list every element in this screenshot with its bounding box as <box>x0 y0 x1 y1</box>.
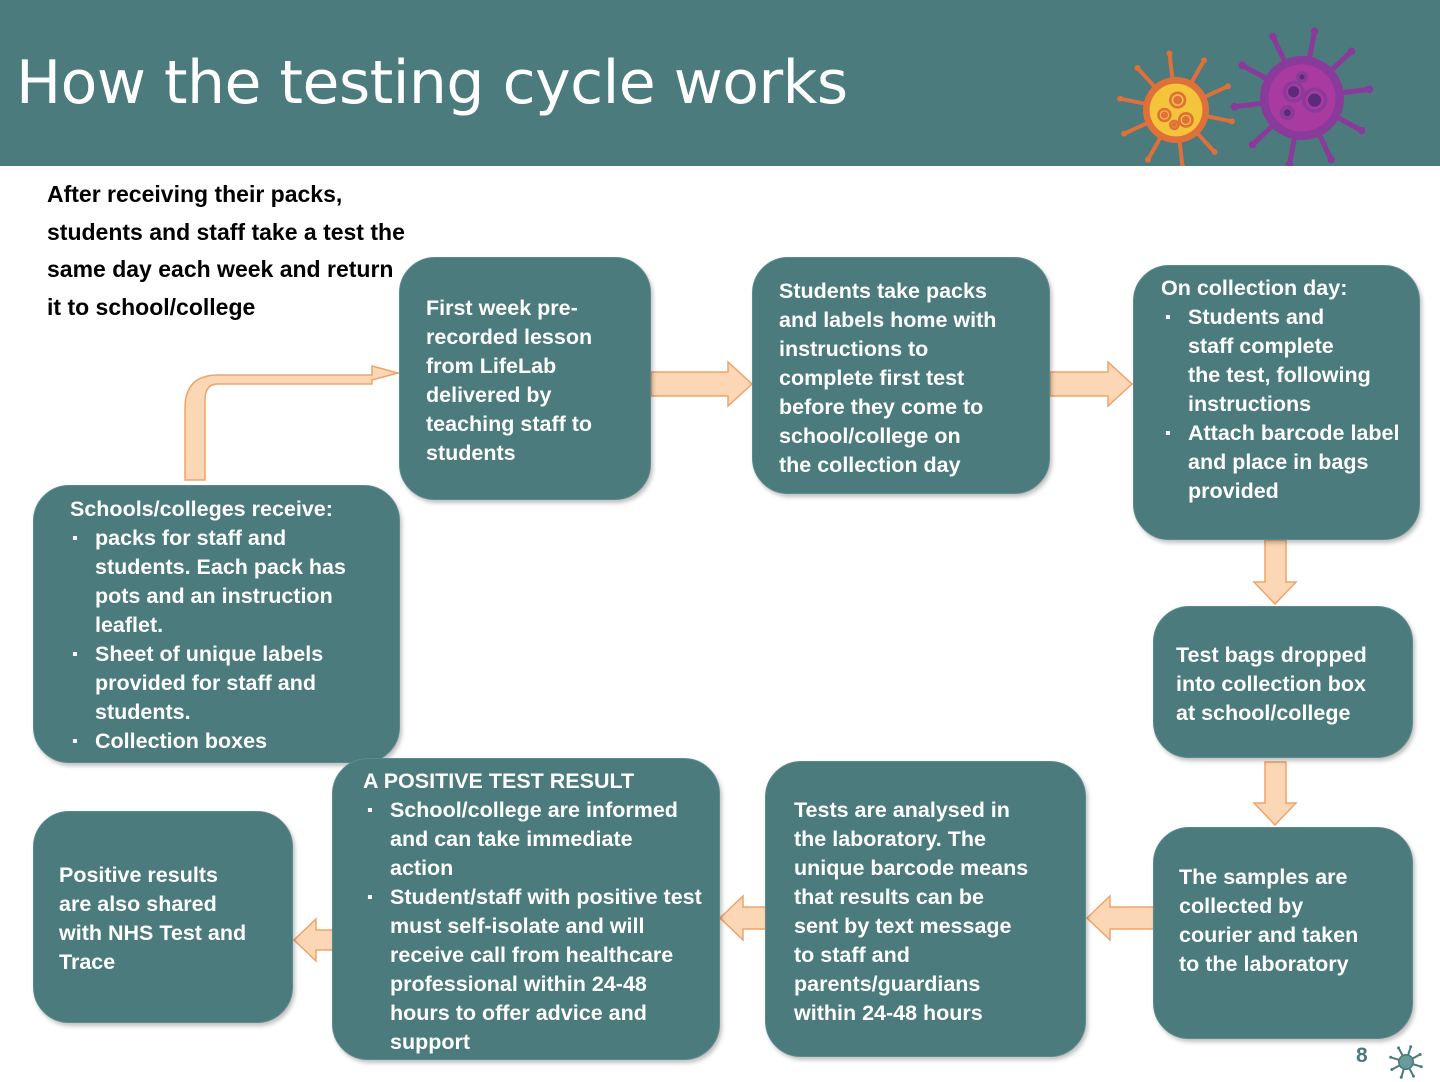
arrow-collection-to-dropped <box>1252 539 1298 606</box>
teal-virus-icon <box>1389 1045 1423 1079</box>
analysed-box: Tests are analysed in the laboratory. Th… <box>765 761 1086 1057</box>
list-item: School/college are informed and can take… <box>363 796 705 883</box>
arrow-take-home-to-collection <box>1049 360 1134 408</box>
dropped-text: Test bags dropped into collection box at… <box>1176 643 1367 725</box>
purple-virus-icon <box>1230 27 1374 166</box>
arrow-dropped-to-courier <box>1252 761 1298 827</box>
list-item: Students and staff complete the test, fo… <box>1161 303 1411 419</box>
arrow-lesson-to-take-home <box>650 360 754 408</box>
lesson-box: First week pre- recorded lesson from Lif… <box>399 257 651 500</box>
collection-day-list: Students and staff complete the test, fo… <box>1161 303 1411 506</box>
take-home-text: Students take packs and labels home with… <box>779 279 997 477</box>
intro-text: After receiving their packs, students an… <box>47 181 405 320</box>
header-banner: How the testing cycle works <box>0 0 1440 166</box>
orange-virus-icon <box>1117 50 1235 166</box>
list-item: Sheet of unique labels provided for staf… <box>68 640 379 727</box>
elbow-arrow-receive-to-lesson <box>184 365 401 481</box>
virus-decoration <box>1117 27 1374 166</box>
lesson-text: First week pre- recorded lesson from Lif… <box>426 296 593 465</box>
list-item: Student/staff with positive test must se… <box>363 883 705 1057</box>
list-item: Collection boxes <box>68 727 379 756</box>
arrow-analysed-to-positive <box>718 894 767 942</box>
receive-box: Schools/colleges receive: packs for staf… <box>33 485 400 763</box>
receive-list: packs for staff and students. Each pack … <box>68 524 379 756</box>
positive-list: School/college are informed and can take… <box>363 796 705 1057</box>
analysed-text: Tests are analysed in the laboratory. Th… <box>794 798 1029 1025</box>
arrow-positive-to-nhs <box>292 917 334 963</box>
positive-result-box: A POSITIVE TEST RESULT School/college ar… <box>332 758 720 1060</box>
receive-heading: Schools/colleges receive: <box>70 497 333 521</box>
arrow-courier-to-analysed <box>1085 894 1155 942</box>
page-title: How the testing cycle works <box>16 48 848 118</box>
list-item: Attach barcode label and place in bags p… <box>1161 419 1411 506</box>
take-home-box: Students take packs and labels home with… <box>752 257 1050 494</box>
nhs-box: Positive results are also shared with NH… <box>33 811 293 1023</box>
collection-day-heading: On collection day: <box>1161 276 1348 300</box>
page-number: 8 <box>1356 1044 1368 1067</box>
collection-day-box: On collection day: Students and staff co… <box>1133 265 1420 540</box>
list-item: packs for staff and students. Each pack … <box>68 524 379 640</box>
positive-heading: A POSITIVE TEST RESULT <box>363 769 635 793</box>
dropped-box: Test bags dropped into collection box at… <box>1153 606 1413 758</box>
courier-box: The samples are collected by courier and… <box>1153 827 1413 1039</box>
nhs-text: Positive results are also shared with NH… <box>59 863 247 974</box>
courier-text: The samples are collected by courier and… <box>1179 865 1359 976</box>
